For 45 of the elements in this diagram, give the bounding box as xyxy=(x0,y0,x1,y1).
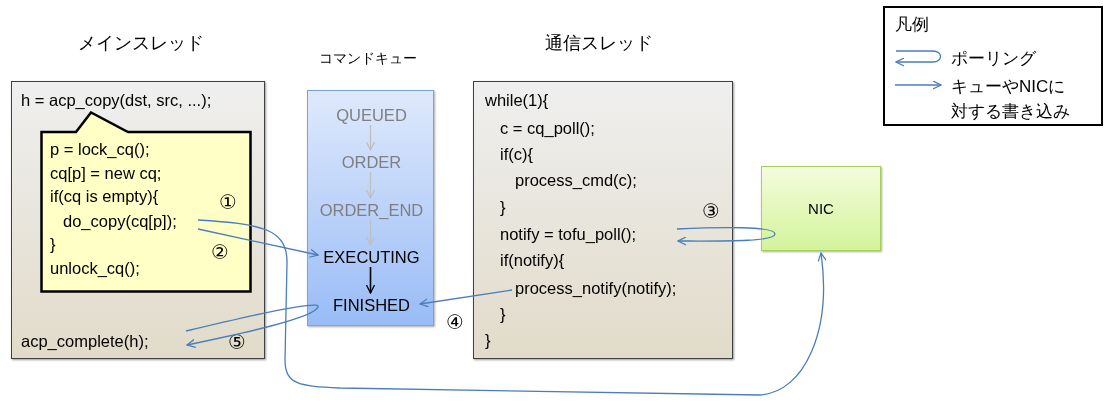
state-label: ORDER xyxy=(316,151,427,173)
callout-number: ③ xyxy=(702,200,720,222)
legend-label: キューやNICに対する書き込み xyxy=(951,76,1071,123)
callout-box xyxy=(40,111,252,293)
thread-title: コマンドキュー xyxy=(319,50,417,68)
code-line: if(notify){ xyxy=(500,250,565,271)
code-line: while(1){ xyxy=(485,90,549,111)
state-label: ORDER_END xyxy=(316,199,427,221)
code-line: acp_complete(h); xyxy=(21,330,185,352)
state-label: EXECUTING xyxy=(316,246,427,268)
code-line: process_cmd(c); xyxy=(515,170,637,191)
code-line: if(c){ xyxy=(500,144,533,165)
callout-number: ② xyxy=(211,241,229,263)
callout-number: ④ xyxy=(446,311,464,333)
arrow xyxy=(197,228,319,258)
arrow xyxy=(419,289,513,308)
legend-label: ポーリング xyxy=(951,48,1037,70)
code-line: cq[p] = new cq; xyxy=(50,163,162,184)
callout-number: ① xyxy=(219,191,237,213)
code-line: p = lock_cq(); xyxy=(50,139,150,160)
state-label: QUEUED xyxy=(316,104,427,126)
code-line: unlock_cq(); xyxy=(50,258,140,279)
nic-box: NIC xyxy=(761,166,881,251)
arrow xyxy=(197,219,827,396)
code-line: } xyxy=(50,234,56,255)
code-line: } xyxy=(500,197,506,218)
code-line: process_notify(notify); xyxy=(515,277,723,299)
code-line: do_copy(cq[p]); xyxy=(63,210,197,232)
arrow xyxy=(365,219,376,246)
code-line: c = cq_poll(); xyxy=(500,118,595,139)
code-line: if(cq is empty){ xyxy=(50,186,159,207)
arrow xyxy=(365,266,376,294)
state-label: FINISHED xyxy=(316,294,427,316)
polling-loop xyxy=(185,304,319,348)
callout-number: ⑤ xyxy=(228,331,246,353)
code-line: } xyxy=(485,330,491,351)
arrow xyxy=(365,171,376,199)
thread-title: メインスレッド xyxy=(78,32,204,54)
legend-title: 凡例 xyxy=(895,14,929,36)
code-line: notify = tofu_poll(); xyxy=(500,223,676,245)
thread-title: 通信スレッド xyxy=(545,32,653,54)
code-line: } xyxy=(500,304,506,325)
polling-loop xyxy=(676,226,776,246)
code-line: h = acp_copy(dst, src, ...); xyxy=(21,90,212,111)
arrow xyxy=(365,124,376,151)
